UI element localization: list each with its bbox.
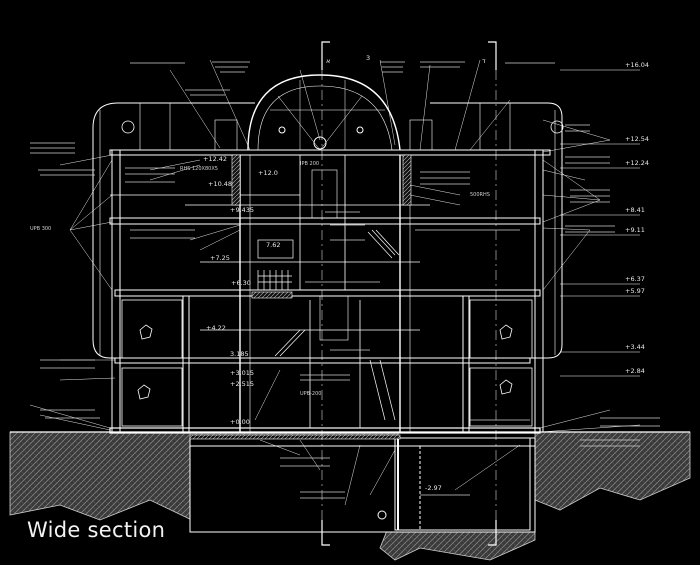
level-right-7: +3.44 bbox=[625, 343, 645, 351]
level-right-4: +9.11 bbox=[625, 226, 645, 234]
level-ticks bbox=[560, 69, 640, 377]
profile-upb200: UPB-200 bbox=[300, 391, 321, 397]
level-right-1: +12.54 bbox=[625, 135, 649, 143]
section-letter-right: ד bbox=[482, 57, 486, 65]
level-right-0: +16.04 bbox=[625, 61, 649, 69]
outer-shell bbox=[92, 74, 563, 359]
section-cut-marks bbox=[321, 41, 497, 546]
level-inner-4: 7.62 bbox=[266, 241, 280, 249]
section-number-top: 3 bbox=[366, 54, 370, 62]
side-rooms bbox=[121, 120, 564, 427]
level-inner-6: +4.22 bbox=[206, 324, 226, 332]
level-inner-9: +2.515 bbox=[230, 380, 254, 388]
level-right-6: +5.97 bbox=[625, 287, 645, 295]
section-letter-left: א bbox=[326, 57, 330, 65]
level-inner-5: +6.30 bbox=[231, 279, 251, 287]
columns bbox=[111, 102, 544, 433]
hatched-core bbox=[189, 154, 412, 440]
profile-ipb200: IPB 200 bbox=[300, 161, 319, 167]
note-scribbles bbox=[30, 61, 660, 499]
level-inner-1: +10.48 bbox=[208, 180, 232, 188]
stairs bbox=[257, 229, 400, 421]
drawing-caption: Wide section bbox=[27, 518, 166, 542]
level-right-3: +8.41 bbox=[625, 206, 645, 214]
level-inner-8: +3.015 bbox=[230, 369, 254, 377]
level-inner-3: +7.25 bbox=[210, 254, 230, 262]
level-right-5: +6.37 bbox=[625, 275, 645, 283]
basement bbox=[189, 437, 536, 533]
profile-rhs: RHS 120X80X5 bbox=[180, 166, 218, 172]
level-inner-2: +9.435 bbox=[230, 206, 254, 214]
level-inner-11: -2.97 bbox=[425, 484, 442, 492]
annotation-leaders bbox=[29, 59, 641, 506]
level-inner-7: 3.185 bbox=[230, 350, 249, 358]
level-right-8: +2.84 bbox=[625, 367, 645, 375]
level-inner-12: +12.0 bbox=[258, 169, 278, 177]
level-inner-0: +12.42 bbox=[203, 155, 227, 163]
drawing-labels: א ד 3 +16.04 +12.54 +12.24 +8.41 +9.11 +… bbox=[30, 54, 649, 492]
profile-500rhs: 500RHS bbox=[470, 192, 490, 198]
profile-upb300: UPB 300 bbox=[30, 226, 51, 232]
level-inner-10: +0.00 bbox=[230, 418, 250, 426]
level-right-2: +12.24 bbox=[625, 159, 649, 167]
